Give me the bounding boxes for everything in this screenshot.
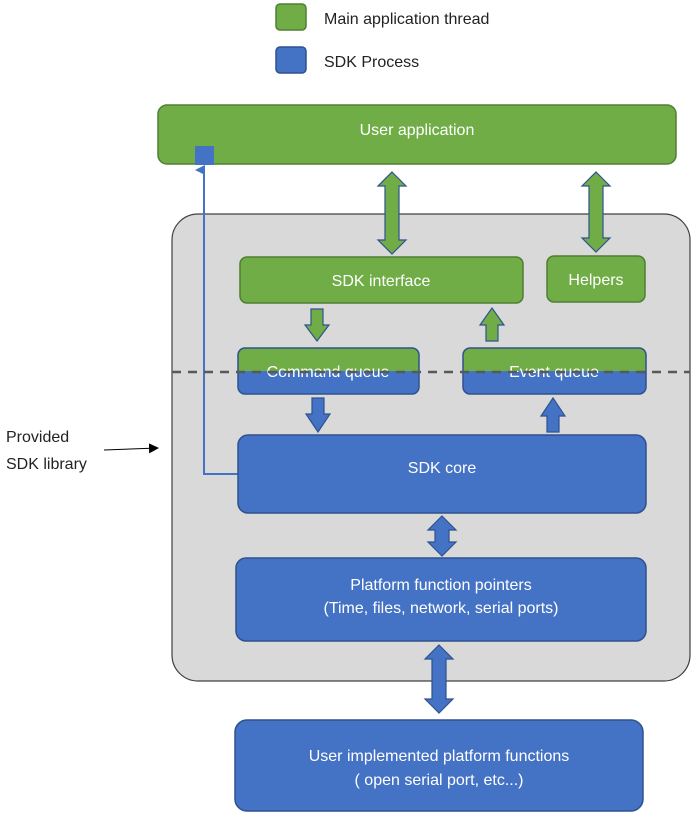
arrow-event-to-interface: [478, 306, 506, 342]
side-label-line1: Provided: [6, 429, 69, 446]
sdk-core-label: SDK core: [408, 460, 477, 477]
callback-port-square: [195, 146, 214, 165]
side-label-arrow: [103, 443, 159, 454]
user-platform-functions-box: [234, 719, 644, 812]
legend: Main application thread SDK Process: [275, 3, 489, 74]
platform-pointers-box: [235, 557, 647, 642]
sdk-core-box: [237, 434, 647, 514]
platform-pointers-line1: Platform function pointers: [350, 577, 531, 594]
user-platform-functions-line2: ( open serial port, etc...): [355, 772, 524, 789]
platform-pointers-line2: (Time, files, network, serial ports): [323, 600, 558, 617]
legend-swatch-sdk-process: [275, 46, 307, 74]
user-platform-functions-line1: User implemented platform functions: [309, 748, 570, 765]
user-application-label: User application: [360, 122, 475, 139]
user-application-box: [157, 104, 677, 165]
arrow-command-to-core: [304, 397, 332, 434]
side-label-line2: SDK library: [6, 456, 87, 473]
double-arrow-app-interface: [376, 171, 408, 255]
helpers-box: [546, 255, 646, 303]
double-arrow-app-helpers: [580, 171, 612, 253]
double-arrow-core-platform: [426, 515, 458, 557]
sdk-interface-label: SDK interface: [332, 273, 431, 290]
legend-swatch-main-thread: [275, 3, 307, 31]
double-arrow-platform-user: [423, 644, 455, 714]
sdk-interface-box: [239, 256, 524, 304]
event-queue-label: Event queue: [509, 364, 599, 381]
legend-label-main-thread: Main application thread: [324, 11, 489, 28]
command-queue-label: Command queue: [267, 364, 390, 381]
callback-line: [195, 165, 238, 475]
arrow-core-to-event: [539, 396, 567, 433]
legend-label-sdk-process: SDK Process: [324, 54, 419, 71]
arrow-interface-to-command: [303, 308, 331, 342]
helpers-label: Helpers: [568, 272, 623, 289]
